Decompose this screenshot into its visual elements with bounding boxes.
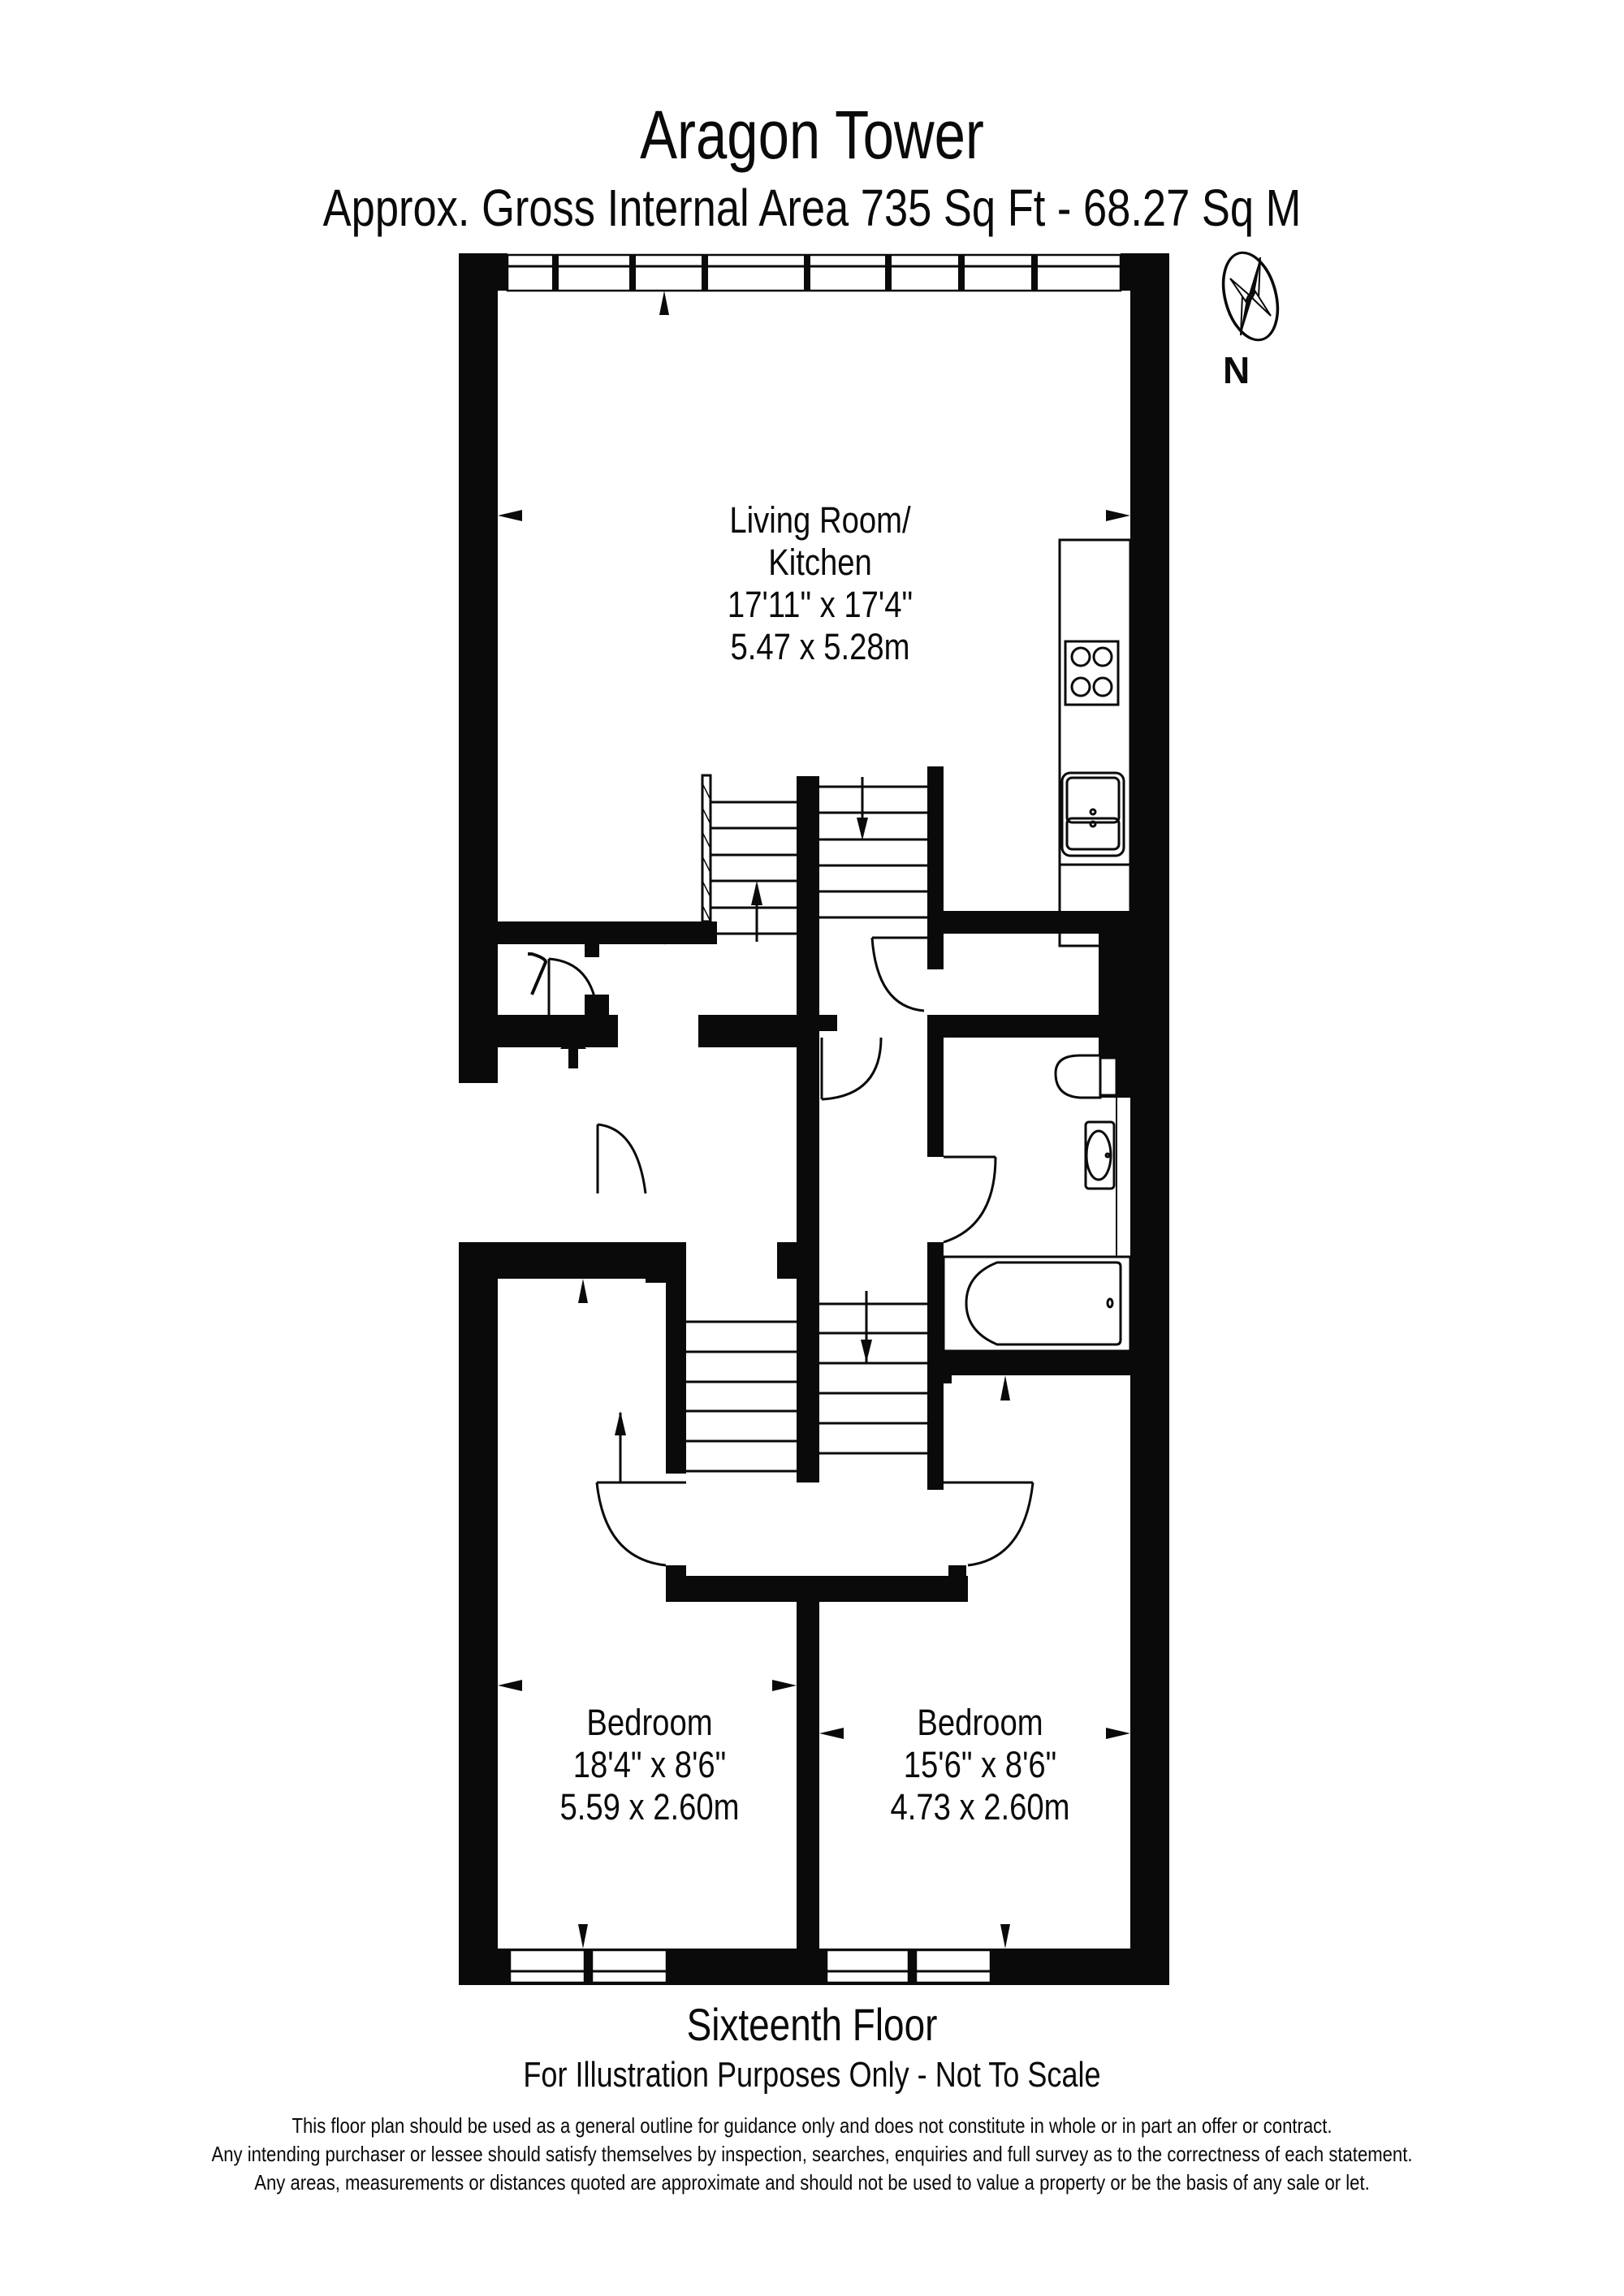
room-label-bedroom-1: Bedroom 18'4" x 8'6" 5.59 x 2.60m (559, 1702, 739, 1828)
double-sink-icon (1060, 771, 1125, 857)
room-name: Kitchen (768, 542, 872, 583)
room-dimensions-imperial: 18'4" x 8'6" (573, 1744, 726, 1785)
floor-label: Sixteenth Floor (686, 1999, 938, 2050)
room-dimensions-metric: 5.59 x 2.60m (559, 1786, 739, 1828)
compass-north-label: N (1223, 349, 1250, 391)
balustrade (701, 774, 712, 923)
toilet-icon (1054, 1054, 1118, 1099)
room-dimensions-metric: 5.47 x 5.28m (730, 626, 909, 667)
entrance-arrow-icon (560, 1032, 586, 1068)
room-name: Living Room/ (729, 499, 911, 541)
stairs-icon (710, 777, 927, 942)
room-dimensions-metric: 4.73 x 2.60m (890, 1786, 1069, 1828)
kitchen-counter (1058, 538, 1132, 947)
bathtub-icon (942, 1255, 1132, 1353)
doors-landing (595, 1481, 1034, 1567)
property-title: Aragon Tower (640, 97, 984, 173)
bathroom (942, 1038, 1132, 1353)
basin-icon (1084, 1120, 1116, 1190)
stairs-icon (615, 1291, 927, 1482)
room-label-bedroom-2: Bedroom 15'6" x 8'6" 4.73 x 2.60m (890, 1702, 1069, 1828)
interior-walls-upper (459, 766, 1131, 1482)
disclaimer-line: This floor plan should be used as a gene… (292, 2113, 1332, 2138)
room-label-living: Living Room/ Kitchen 17'11" x 17'4" 5.47… (728, 499, 913, 667)
wall-segment (944, 1351, 952, 1383)
scale-note: For Illustration Purposes Only - Not To … (523, 2055, 1101, 2095)
dimension-markers-bedrooms (498, 1279, 1130, 1949)
compass-rose-icon (1221, 251, 1280, 342)
gross-internal-area: Approx. Gross Internal Area 735 Sq Ft - … (322, 179, 1302, 237)
disclaimer-line: Any intending purchaser or lessee should… (211, 2142, 1413, 2166)
hob-icon (1064, 640, 1120, 706)
room-dimensions-imperial: 15'6" x 8'6" (904, 1744, 1056, 1785)
lower-area-walls (459, 1242, 968, 1985)
room-name: Bedroom (586, 1702, 712, 1743)
room-dimensions-imperial: 17'11" x 17'4" (728, 584, 913, 625)
disclaimer-line: Any areas, measurements or distances quo… (254, 2170, 1370, 2195)
doors-upper (528, 936, 997, 1244)
room-name: Bedroom (917, 1702, 1043, 1743)
bottom-windows (508, 1949, 992, 1984)
top-windows (506, 253, 1122, 292)
